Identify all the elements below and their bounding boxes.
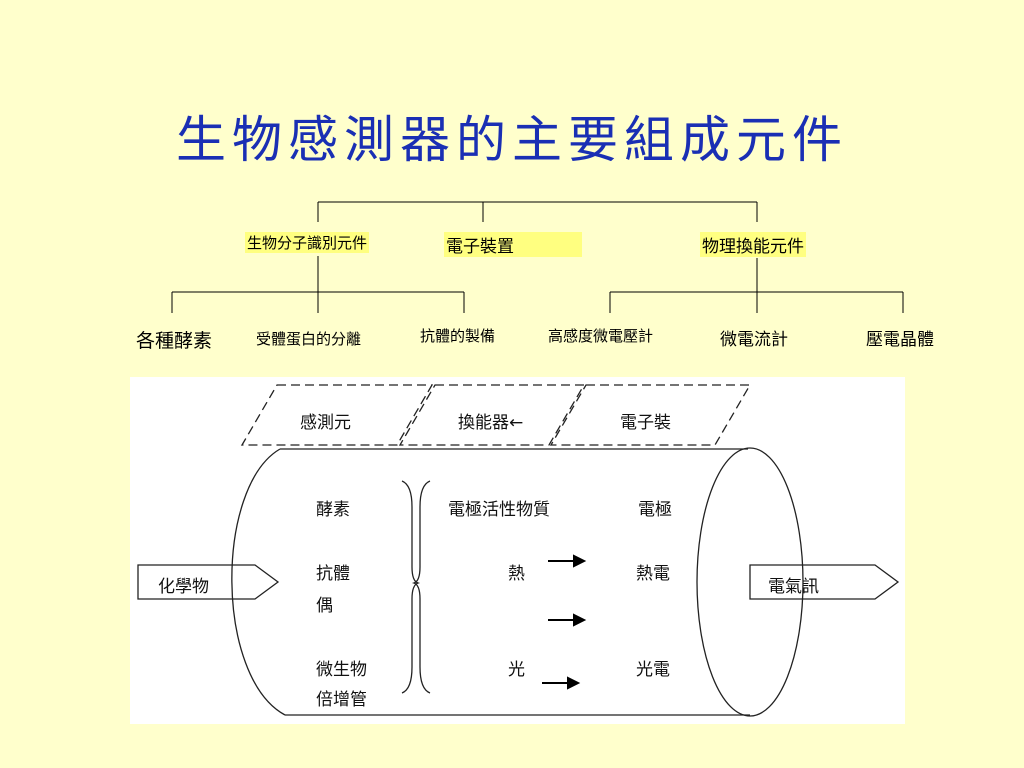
node-piezo: 壓電晶體 — [866, 330, 934, 350]
node-bio-recognition: 生物分子識別元件 — [245, 232, 370, 253]
type-photoelectric: 光電 — [636, 660, 670, 680]
bio-pair: 偶 — [316, 596, 333, 616]
box-sensing-element: 感測元 — [300, 413, 351, 433]
node-receptor-protein: 受體蛋白的分離 — [256, 330, 362, 348]
box-electronics: 電子裝 — [620, 413, 671, 433]
type-thermoelectric: 熱電 — [636, 564, 670, 584]
node-enzymes: 各種酵素 — [136, 330, 213, 352]
biosensor-diagram: 感測元 換能器← 電子裝 化學物 電氣訊 酵素 抗體 偶 微生物 倍增管 電極活… — [130, 377, 905, 724]
node-voltmeter: 高感度微電壓計 — [548, 327, 654, 345]
tree-connectors — [171, 201, 904, 313]
bio-antibody: 抗體 — [316, 564, 350, 584]
bio-microbe: 微生物 — [316, 660, 367, 680]
node-electronics: 電子裝置 — [444, 232, 582, 257]
type-electrode: 電極 — [638, 500, 672, 520]
prop-electrode-active: 電極活性物質 — [448, 500, 550, 520]
prop-heat: 熱 — [508, 564, 525, 584]
box-transducer: 換能器← — [458, 413, 524, 433]
node-transducer: 物理換能元件 — [700, 232, 806, 257]
cylinder-drawing — [137, 384, 900, 717]
node-antibody-prep: 抗體的製備 — [420, 327, 496, 345]
prop-light: 光 — [508, 660, 525, 680]
page-title: 生物感測器的主要組成元件 — [176, 111, 848, 169]
input-chemical: 化學物 — [158, 577, 209, 597]
bio-enzyme: 酵素 — [316, 500, 350, 520]
output-electrical-signal: 電氣訊 — [768, 577, 819, 597]
bio-multiplier-tube: 倍增管 — [316, 690, 367, 710]
node-ammeter: 微電流計 — [720, 330, 788, 350]
